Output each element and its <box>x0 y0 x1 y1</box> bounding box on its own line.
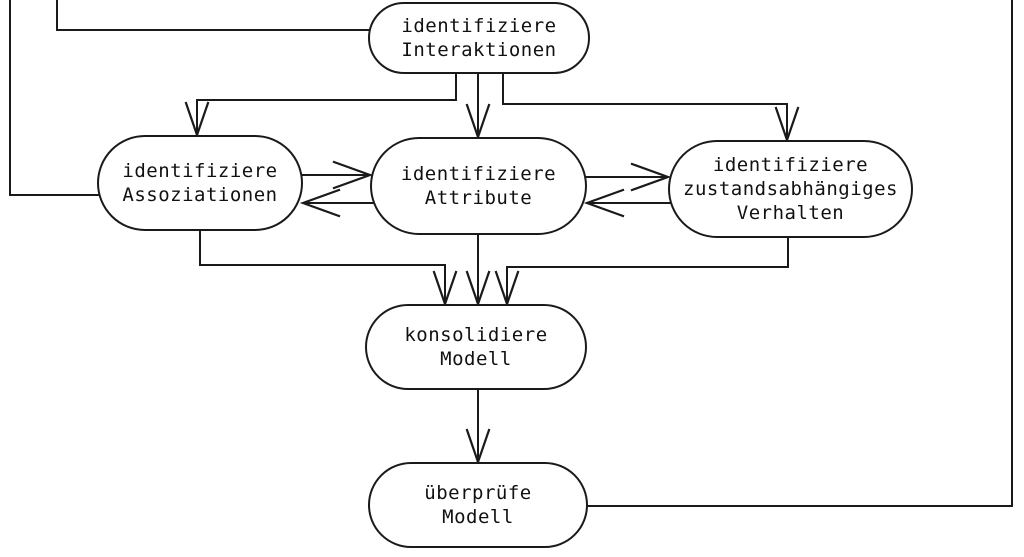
edge-attribute-to-konsolidiere <box>465 234 491 308</box>
edge-verhalten-to-attribute <box>583 188 671 218</box>
node-identifiziere-attribute: identifiziere Attribute <box>370 137 587 235</box>
edge-ueberpruefe-feedback <box>585 0 1013 507</box>
edge-konsolidiere-to-ueberpruefe <box>465 389 491 466</box>
edge-verhalten-to-konsolidiere <box>494 237 789 308</box>
node-identifiziere-assoziationen: identifiziere Assoziationen <box>97 135 303 231</box>
edge-attribute-to-verhalten <box>586 162 672 192</box>
node-label-interaktionen: identifiziere Interaktionen <box>401 15 557 61</box>
node-label-verhalten: identifiziere zustandsabhängiges Verhalt… <box>683 154 898 224</box>
node-ueberpruefe-modell: überprüfe Modell <box>368 462 588 548</box>
node-label-ueberpruefe: überprüfe Modell <box>424 482 532 528</box>
edge-interaktionen-to-verhalten <box>502 73 800 144</box>
node-label-assoziationen: identifiziere Assoziationen <box>122 160 278 206</box>
edge-feedback-to-assoziationen <box>9 0 101 196</box>
node-konsolidiere-modell: konsolidiere Modell <box>365 304 587 390</box>
node-label-konsolidiere: konsolidiere Modell <box>404 324 548 370</box>
edge-attribute-to-assoziationen <box>299 188 374 218</box>
edge-assoziationen-to-konsolidiere <box>199 230 458 308</box>
node-identifiziere-interaktionen: identifiziere Interaktionen <box>368 2 590 74</box>
edge-interaktionen-to-attribute <box>465 73 491 141</box>
edge-assoziationen-to-attribute <box>301 160 374 190</box>
node-identifiziere-zustandsabhaengiges-verhalten: identifiziere zustandsabhängiges Verhalt… <box>668 140 913 238</box>
edge-interaktionen-to-assoziationen <box>184 73 457 139</box>
edge-feedback-to-interaktionen <box>56 0 371 31</box>
node-label-attribute: identifiziere Attribute <box>400 163 557 209</box>
